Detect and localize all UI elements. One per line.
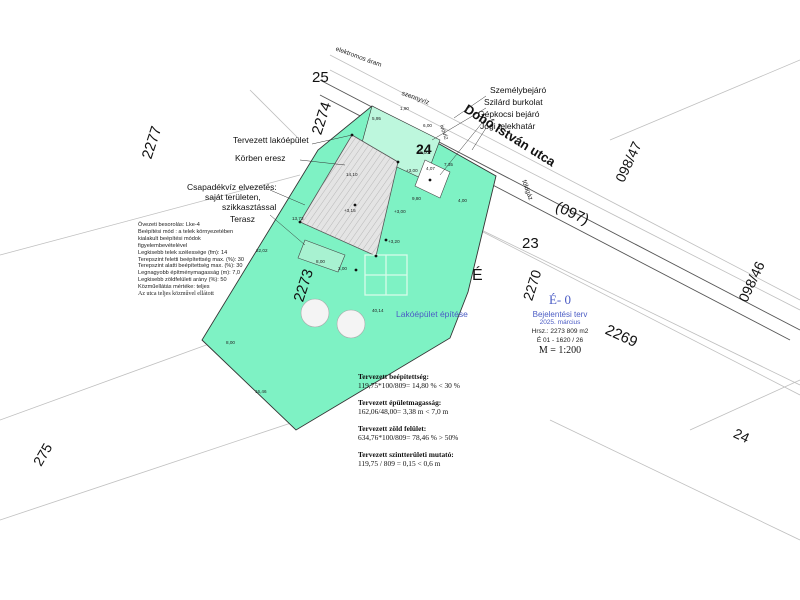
drawing-title: Bejelentési terv	[532, 310, 588, 319]
legend-hard-paving: Szilárd burkolat	[484, 97, 543, 107]
project-label: Lakóépület építése	[396, 309, 468, 319]
stat-value: 634,76*100/809= 78,46 % > 50%	[358, 433, 459, 442]
dim-label: +3,20	[388, 239, 400, 244]
dim-label: +3,15	[344, 208, 356, 213]
dim-label: 8,00	[226, 340, 235, 345]
zoning-line: Legkisebb telek szélessége (fm): 14	[138, 249, 228, 256]
carport-outline	[414, 159, 451, 199]
dim-label: +3,00	[406, 168, 418, 173]
dim-label: 3,00	[338, 266, 347, 271]
stat-title: Tervezett épületmagasság:	[358, 398, 442, 407]
dimension-labels: 1,90 5,95 6,00 8,00 14,10 +3,00 +3,00 +3…	[226, 106, 467, 394]
drawing-hrsz: Hrsz.: 2273 809 m2	[531, 328, 589, 335]
building-roof-hatch	[300, 135, 398, 256]
legend-rain-drainage-3: szikkasztással	[222, 202, 277, 212]
setback-grid	[364, 254, 408, 296]
dim-label: 40,14	[372, 308, 384, 313]
dim-label: 16,46	[255, 389, 267, 394]
parcel-number-23: 23	[522, 235, 539, 252]
zoning-line: figyelembevételével	[138, 242, 188, 249]
parcel-number-2274: 2274	[309, 100, 335, 137]
utility-sewer-label: ivóvíz	[438, 124, 449, 140]
parcel-number-098-47: 098/47	[612, 139, 645, 185]
legend-terrace: Terasz	[230, 214, 256, 224]
tree-icons	[300, 298, 366, 339]
dim-label: +3,00	[394, 209, 406, 214]
stat-title: Tervezett szintterületi mutató:	[358, 450, 454, 459]
legend-car-entrance: Gépkocsi bejáró	[478, 109, 540, 119]
dim-label: 13,73	[292, 216, 304, 221]
parcel-number-097: (097)	[553, 198, 592, 228]
stat-title: Tervezett beépítettség:	[358, 372, 429, 381]
drawing-code: É- 0	[548, 292, 572, 307]
utility-electric-label: elektromos áram	[335, 46, 383, 69]
parcel-number-098-46: 098/46	[735, 259, 768, 305]
zoning-line: Legnagyobb építménymagasság (m): 7,0	[138, 270, 240, 277]
stat-value: 162,06/48,00= 3,38 m < 7,0 m	[358, 407, 449, 416]
utility-water-label: szennyvíz	[401, 90, 431, 106]
dim-label: 5,95	[372, 116, 381, 121]
parcel-number-275: 275	[30, 440, 56, 468]
zoning-info: Övezeti besorolás: Lke-4 Beépítési mód :…	[138, 222, 313, 298]
zoning-utility-note: Az utca teljes közművel ellátott	[138, 291, 214, 298]
tree-icon	[300, 298, 330, 328]
parcel-number-25: 25	[312, 69, 329, 86]
survey-points	[298, 133, 432, 272]
drawing-scale: M = 1:200	[538, 345, 582, 356]
parcel-number-24: 24	[416, 141, 432, 157]
title-block: É- 0 Bejelentési terv 2025. március Hrsz…	[495, 292, 625, 356]
zoning-line: Terepszint alatti beépítettség max. (%):…	[138, 263, 243, 270]
tree-icon	[336, 309, 366, 339]
drawing-date: 2025. március	[539, 319, 581, 326]
planned-statistics: Tervezett beépítettség: 119,75*100/809= …	[358, 372, 558, 468]
dim-label: 8,00	[316, 259, 325, 264]
dim-label: 14,10	[346, 172, 358, 177]
parcel-number-24-b: 24	[731, 425, 752, 446]
terrace	[297, 239, 346, 273]
neighbor-parcel-lines	[0, 54, 800, 541]
legend-property-line: Jogi telekhatár	[480, 121, 536, 131]
dim-label: 9,80	[412, 196, 421, 201]
leader-lines	[269, 95, 487, 246]
legend-pedestrian-entrance: Személybejáró	[490, 85, 547, 95]
stat-value: 119,75*100/809= 14,80 % < 30 %	[358, 381, 460, 390]
zoning-line: Beépítési mód : a telek környezetében	[138, 228, 234, 235]
dim-label: 8,00	[420, 150, 429, 155]
legend-rain-drainage: Csapadékvíz elvezetés:	[187, 182, 277, 192]
legend-rain-drainage-2: saját területen,	[205, 192, 261, 202]
stat-title: Tervezett zöld felület:	[358, 424, 427, 433]
parcel-number-2277: 2277	[139, 124, 165, 161]
zoning-line: kialakult beépítési módok	[138, 235, 201, 242]
dim-label: 22,02	[256, 248, 268, 253]
dim-label: 6,00	[423, 123, 432, 128]
stat-value: 119,75 / 809 = 0,15 < 0,6 m	[358, 459, 441, 468]
dim-label: 4,07	[426, 166, 435, 171]
zoning-line: Legkisebb zöldfelületi arány (%): 50	[138, 277, 227, 284]
legend-planned-building: Tervezett lakóépület	[233, 135, 309, 145]
zoning-line: Közműellátás mértéke: teljes	[138, 284, 210, 291]
north-mark: É	[472, 265, 483, 284]
dim-label: 1,90	[400, 106, 409, 111]
legend-eaves: Körben eresz	[235, 153, 286, 163]
dim-label: 4,00	[458, 198, 467, 203]
zoning-line: Övezeti besorolás: Lke-4	[138, 222, 200, 228]
zoning-line: Terepszint feletti beépítettség max. (%)…	[138, 256, 245, 263]
drawing-sheet-number: É 01 - 1620 / 26	[536, 337, 584, 344]
